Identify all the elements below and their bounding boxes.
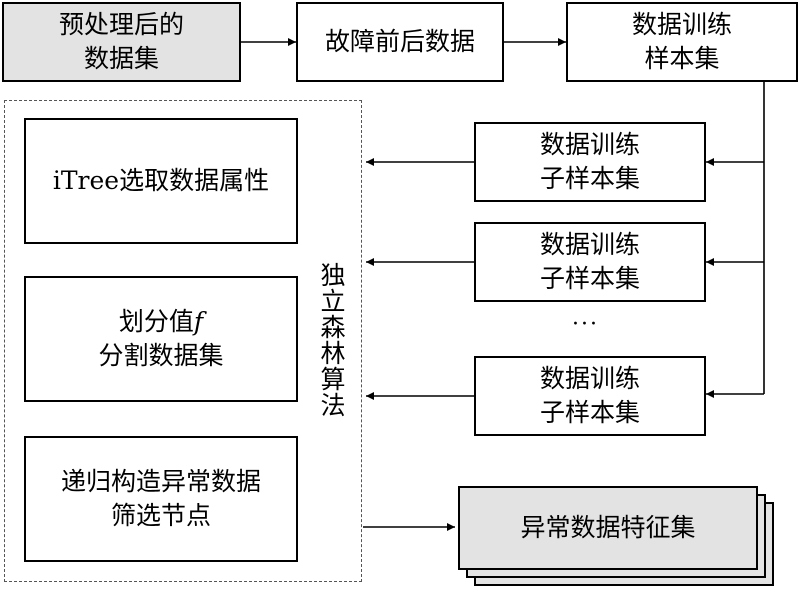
algorithm-container [4,100,362,582]
preprocessed-dataset-box: 预处理后的 数据集 [2,2,241,82]
training-subset-2: 数据训练 子样本集 [474,222,706,302]
algorithm-title: 独立森林算法 [317,262,346,418]
training-set-box: 数据训练 样本集 [566,2,798,82]
subset-2-line-2: 子样本集 [539,264,640,293]
subset-3-line-2: 子样本集 [539,398,640,427]
subset-2-line-1: 数据训练 [539,230,640,259]
training-line-1: 数据训练 [631,10,732,39]
subset-3-line-1: 数据训练 [539,364,640,393]
fault-data-label: 故障前后数据 [324,27,475,56]
step-recursive-line-1: 递归构造异常数据 [60,467,261,496]
split-variable: f [193,307,204,336]
preprocessed-line-1: 预处理后的 [58,10,184,39]
step-itree-select: iTree选取数据属性 [24,118,298,244]
step-recursive-construct: 递归构造异常数据 筛选节点 [24,436,298,562]
fault-data-box: 故障前后数据 [296,2,504,82]
result-label: 异常数据特征集 [520,513,696,542]
subset-1-line-1: 数据训练 [539,130,640,159]
step-split-line-1: 划分值f [118,307,204,336]
step-itree-label: iTree选取数据属性 [52,166,270,195]
subset-1-line-2: 子样本集 [539,164,640,193]
step-split-dataset: 划分值f 分割数据集 [24,276,298,402]
ellipsis: ··· [572,312,599,337]
preprocessed-line-2: 数据集 [83,44,159,73]
training-subset-1: 数据训练 子样本集 [474,122,706,202]
step-recursive-line-2: 筛选节点 [110,501,211,530]
training-line-2: 样本集 [644,44,720,73]
training-subset-3: 数据训练 子样本集 [474,356,706,436]
step-split-line-2: 分割数据集 [98,341,224,370]
anomaly-feature-set-box: 异常数据特征集 [458,486,758,570]
